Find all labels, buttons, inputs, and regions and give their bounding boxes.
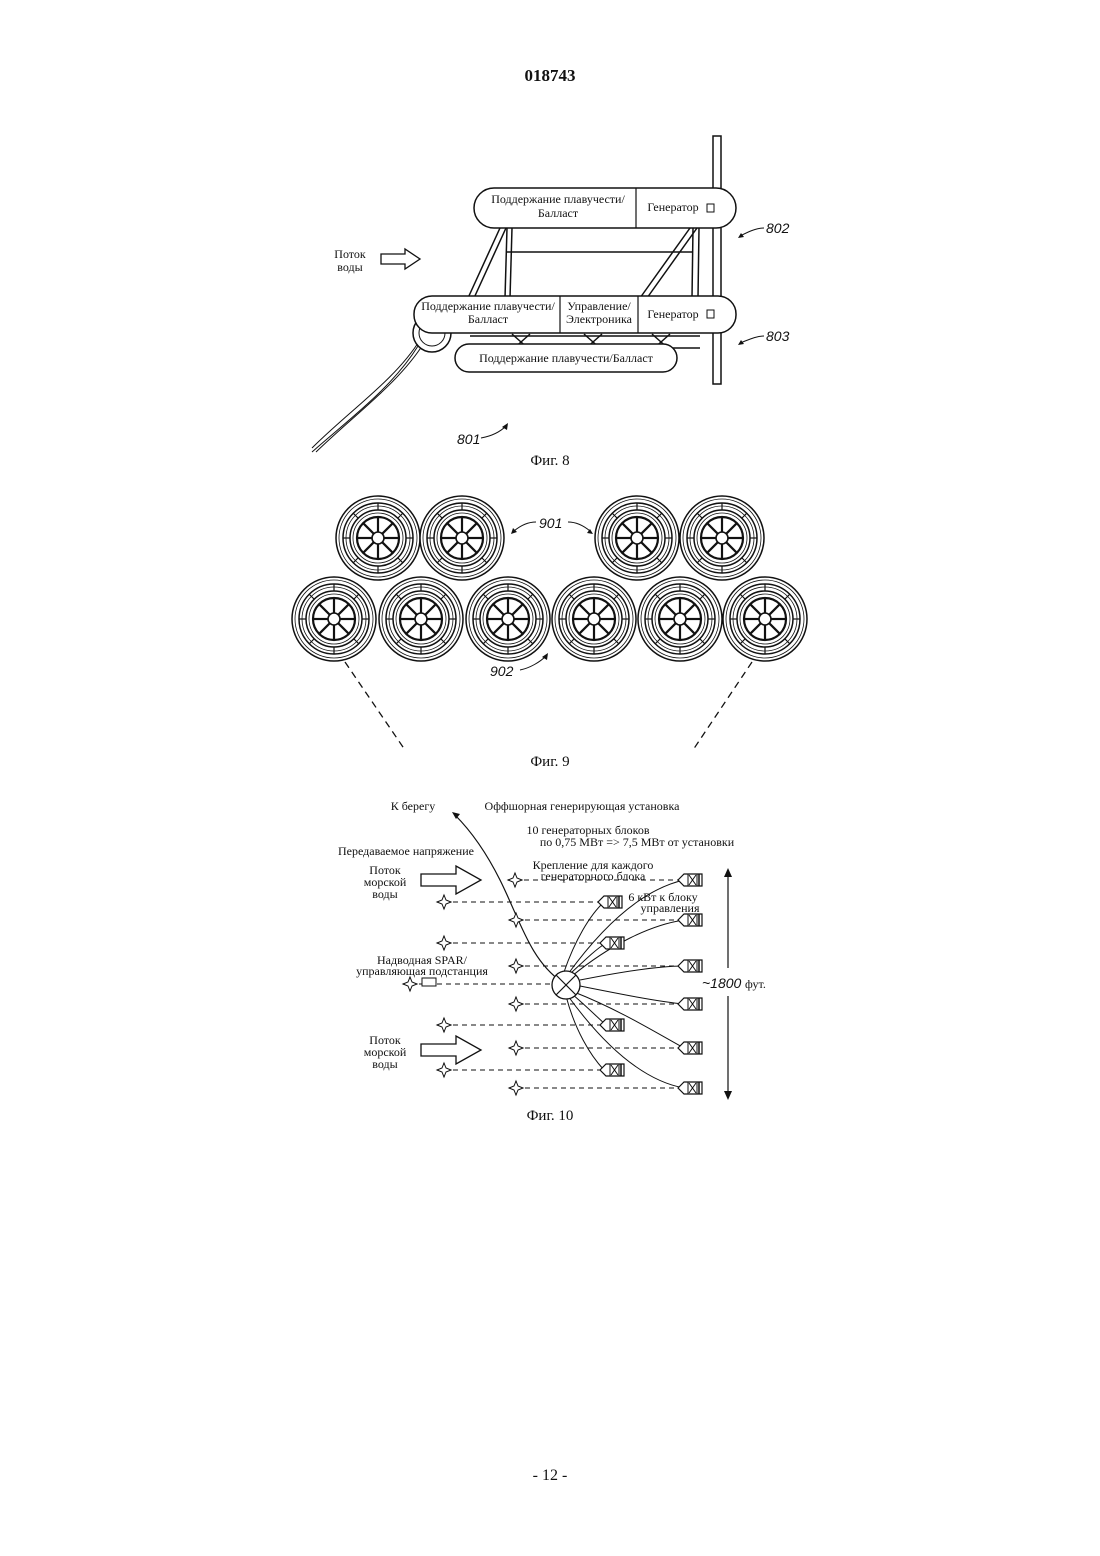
generator-unit-icon <box>600 1019 624 1031</box>
figure-9: 901 902 Фиг. 9 <box>0 490 1100 775</box>
fig10-caption: Фиг. 10 <box>527 1108 574 1124</box>
turbine-icon <box>723 577 807 661</box>
flow-arrow-bottom-icon <box>421 1036 481 1064</box>
fig9-caption: Фиг. 9 <box>530 754 569 770</box>
tether-cable <box>312 340 424 452</box>
mast <box>713 136 721 384</box>
anchor-icon <box>509 1081 523 1095</box>
ref-901: 901 <box>539 515 562 531</box>
generator-unit-icon <box>678 1082 702 1094</box>
transmitted-voltage-label: Передаваемое напряжение <box>338 844 474 858</box>
generator-unit-icon <box>598 896 622 908</box>
turbine-icon <box>336 496 420 580</box>
mid-float-label-2: Балласт <box>468 312 509 326</box>
anchor-icon <box>437 936 451 950</box>
flow-label-2: воды <box>337 260 362 274</box>
control-label-2: Электроника <box>566 312 633 326</box>
spar-label-2: управляющая подстанция <box>356 964 488 978</box>
top-float-label-2: Балласт <box>538 206 579 220</box>
distance-value: ~1800 <box>702 975 742 991</box>
ref-801: 801 <box>457 431 480 447</box>
flow-top-3: воды <box>372 887 397 901</box>
anchor-icon <box>437 895 451 909</box>
turbine-icon <box>420 496 504 580</box>
turbine-icon <box>379 577 463 661</box>
ref-803: 803 <box>766 328 790 344</box>
generator-unit-icon <box>678 914 702 926</box>
top-generator-label: Генератор <box>647 200 698 214</box>
generator-unit-icon <box>678 1042 702 1054</box>
generator-unit-icon <box>678 998 702 1010</box>
mooring-line-left <box>345 662 405 750</box>
flow-label-1: Поток <box>334 247 366 261</box>
flow-arrow-icon <box>381 249 420 269</box>
anchor-icon <box>509 997 523 1011</box>
turbine-icon <box>292 577 376 661</box>
ref-902: 902 <box>490 663 514 679</box>
figure-8: Поддержание плавучести/ Балласт Генерато… <box>0 130 1100 475</box>
mount-label-2: генераторного блока <box>541 869 646 883</box>
figure-10: К берегу Оффшорная генерирующая установк… <box>0 790 1100 1130</box>
plant-title: Оффшорная генерирующая установка <box>485 799 681 813</box>
page-number: - 12 - <box>0 1467 1100 1485</box>
turbine-icon <box>552 577 636 661</box>
document-number: 018743 <box>0 66 1100 86</box>
generator-unit-icon <box>600 937 624 949</box>
fig8-caption: Фиг. 8 <box>530 453 569 469</box>
power-label-2: управления <box>641 901 700 915</box>
units-label-2: по 0,75 МВт => 7,5 МВт от установки <box>540 835 735 849</box>
flow-bottom-3: воды <box>372 1057 397 1071</box>
anchor-icon <box>508 873 522 887</box>
anchor-icon <box>509 1041 523 1055</box>
control-hub-icon <box>552 971 580 999</box>
generator-unit-icon <box>600 1064 624 1076</box>
to-shore-label: К берегу <box>391 799 436 813</box>
bottom-float-label: Поддержание плавучести/Балласт <box>479 351 654 365</box>
flow-arrow-top-icon <box>421 866 481 894</box>
turbine-icon <box>466 577 550 661</box>
generator-unit-icon <box>678 960 702 972</box>
spar-platform <box>422 978 436 986</box>
distance-unit: фут. <box>745 977 766 991</box>
mooring-lines <box>410 880 680 1088</box>
ref-802: 802 <box>766 220 790 236</box>
anchor-icon <box>437 1018 451 1032</box>
turbine-icon <box>680 496 764 580</box>
mid-generator-label: Генератор <box>647 307 698 321</box>
mooring-line-right <box>693 662 752 750</box>
anchor-icon <box>403 977 417 991</box>
turbine-icon <box>638 577 722 661</box>
control-label-1: Управление/ <box>567 299 631 313</box>
anchor-icon <box>437 1063 451 1077</box>
generator-unit-icon <box>678 874 702 886</box>
turbine-icon <box>595 496 679 580</box>
anchor-icon <box>509 959 523 973</box>
top-float-label-1: Поддержание плавучести/ <box>491 192 625 206</box>
mid-float-label-1: Поддержание плавучести/ <box>421 299 555 313</box>
